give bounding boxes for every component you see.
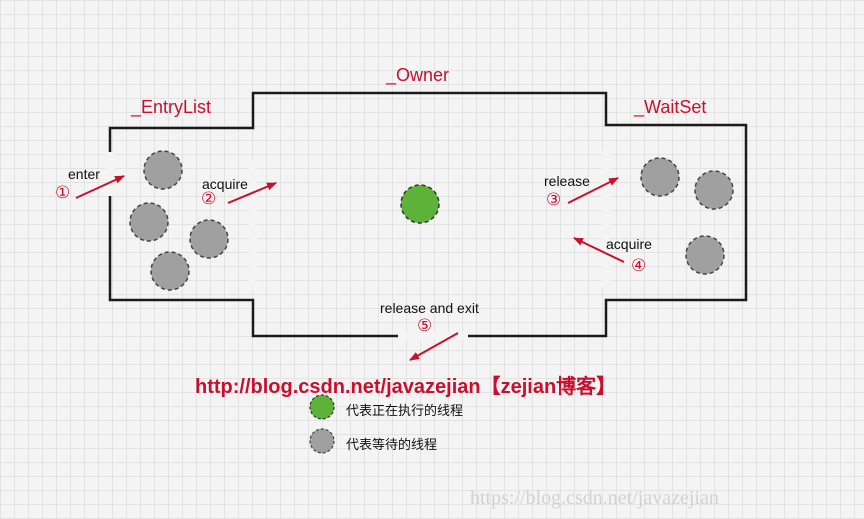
release-exit-arrow [409,332,459,361]
entrylist-title: _EntryList [131,97,212,117]
legend-waiting-label: 代表等待的线程 [346,437,438,452]
monitor-outline [108,91,748,338]
step-release-label: release [544,173,590,189]
enter-arrow [75,175,125,199]
waitset-thread [685,235,725,275]
waitset-thread [694,170,734,210]
owner-title: _Owner [386,65,450,85]
step-2-marker: ② [201,189,217,208]
entry-thread [143,150,183,190]
watermark: https://blog.csdn.net/javazejian [470,487,719,509]
step-3-marker: ③ [546,190,562,209]
acquire-arrow [227,182,277,204]
owner-waitset-gap [602,150,610,288]
exit-gap [398,332,468,340]
waitset-thread [640,157,680,197]
entry-thread [189,219,229,259]
step-acquire-label: acquire [202,176,248,192]
legend-running-label: 代表正在执行的线程 [346,403,464,418]
entry-gap [106,152,114,196]
waitset-title: _WaitSet [634,97,707,117]
step-5-marker: ⑤ [417,316,433,335]
entry-thread [150,251,190,291]
step-1-marker: ① [55,183,71,202]
entry-thread [129,202,169,242]
owner-thread [400,184,440,224]
step-release-exit-label: release and exit [380,300,479,316]
step-reacquire-label: acquire [606,236,652,252]
source-url: http://blog.csdn.net/javazejian【zejian博客… [195,376,617,398]
release-arrow [567,177,619,204]
reacquire-arrow [573,237,625,263]
entry-owner-gap [249,160,257,290]
legend-waiting-swatch [309,428,335,454]
legend-running-swatch [309,394,335,420]
step-4-marker: ④ [631,256,647,275]
step-enter-label: enter [68,166,100,182]
